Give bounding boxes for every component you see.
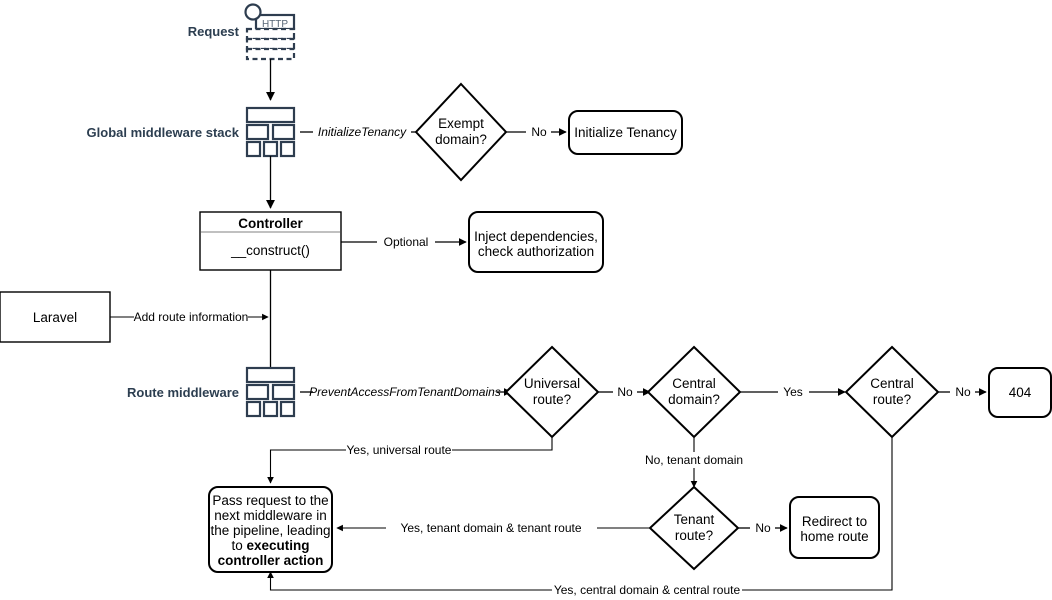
node-initialize-tenancy: Initialize Tenancy [568,110,683,155]
edge-yes-universal-seg1 [452,437,553,451]
initialize-tenancy-label: Initialize Tenancy [574,125,677,140]
pass-request-line3: the pipeline, leading [210,523,330,538]
exempt-domain-line1: Exempt [438,116,484,131]
edge-yes-central-domain-central-route: Yes, central domain & central route [267,437,893,597]
edge-label-initialize-tenancy: InitializeTenancy [318,125,407,139]
edge-yes-universal-route: Yes, universal route [267,437,553,484]
edge-label-no-tenant-domain: No, tenant domain [645,453,743,467]
edge-label-tenant-route-no: No [755,521,771,535]
inject-line1: Inject dependencies, [474,229,598,244]
edge-central-domain-yes: Yes [740,385,846,399]
edge-universal-no: No [598,385,651,399]
pass-request-line4-prefix: to [231,538,246,553]
pass-request-line2: next middleware in [214,508,327,523]
not-found-label: 404 [1009,385,1032,400]
edge-central-route-no: No [938,385,987,399]
middleware-stack-icon-route [245,366,296,418]
node-laravel: Laravel [0,291,111,343]
node-central-domain: Central domain? [646,345,742,439]
route-middleware-label: Route middleware [127,385,239,400]
exempt-domain-line2: domain? [435,132,487,147]
global-middleware-stack-label: Global middleware stack [87,125,240,140]
tenant-route-line2: route? [675,528,713,543]
node-pass-request: Pass request to the next middleware in t… [208,486,333,573]
edge-label-central-route-no: No [955,385,971,399]
edge-exempt-no: No [506,125,567,139]
universal-route-line1: Universal [524,376,580,391]
edge-optional: Optional [341,235,467,249]
edge-tenant-route-no: No [738,521,788,535]
pass-request-line4: to executing [231,538,309,553]
edge-label-central-domain-yes: Yes [783,385,803,399]
edge-yes-tenant-domain-tenant-route: Yes, tenant domain & tenant route [336,521,650,535]
redirect-line1: Redirect to [802,514,867,529]
http-icon: HTTP [244,3,296,61]
laravel-label: Laravel [33,310,77,325]
universal-route-line2: route? [533,392,571,407]
edge-label-yes-universal-route: Yes, universal route [347,443,452,457]
pass-request-line1: Pass request to the [212,493,328,508]
node-tenant-route: Tenant route? [648,485,740,571]
edge-add-route-information: Add route information [110,310,269,324]
edge-label-yes-tenant-domain-tenant-route: Yes, tenant domain & tenant route [400,521,581,535]
node-universal-route: Universal route? [504,345,600,439]
edge-label-prevent-access: PreventAccessFromTenantDomains [309,385,501,399]
inject-line2: check authorization [478,244,594,259]
edge-label-yes-central-domain-central-route: Yes, central domain & central route [554,583,741,597]
node-404: 404 [988,367,1052,418]
http-icon-text: HTTP [262,19,288,30]
central-route-line2: route? [873,392,911,407]
edge-label-exempt-no: No [531,125,547,139]
node-controller: Controller __construct() [199,211,342,379]
edge-label-optional: Optional [384,235,429,249]
pass-request-line4-bold: executing [246,538,309,553]
edge-label-add-route-information: Add route information [134,310,249,324]
node-inject-dependencies: Inject dependencies, check authorization [468,211,604,273]
node-central-route: Central route? [844,345,940,439]
controller-method: __construct() [230,243,310,258]
controller-title: Controller [238,216,303,231]
central-route-line1: Central [870,376,914,391]
node-redirect-home-route: Redirect to home route [789,496,880,559]
tenant-route-line1: Tenant [674,512,715,527]
pass-request-line5: controller action [218,553,324,568]
edge-central-loop-seg2 [267,571,552,591]
edge-label-universal-no: No [617,385,633,399]
request-group: Request HTTP [188,3,296,101]
node-exempt-domain: Exempt domain? [414,82,508,182]
edge-yes-universal-seg2 [267,449,346,484]
edge-no-tenant-domain: No, tenant domain [645,437,743,488]
middleware-stack-icon-global [245,106,296,158]
global-middleware-stack-group: Global middleware stack InitializeTenanc… [87,106,426,209]
central-domain-line1: Central [672,376,716,391]
edge-central-loop-seg1 [742,437,893,591]
route-middleware-group: Route middleware PreventAccessFromTenant… [127,366,512,418]
redirect-line2: home route [800,529,868,544]
request-label: Request [188,24,240,39]
central-domain-line2: domain? [668,392,720,407]
